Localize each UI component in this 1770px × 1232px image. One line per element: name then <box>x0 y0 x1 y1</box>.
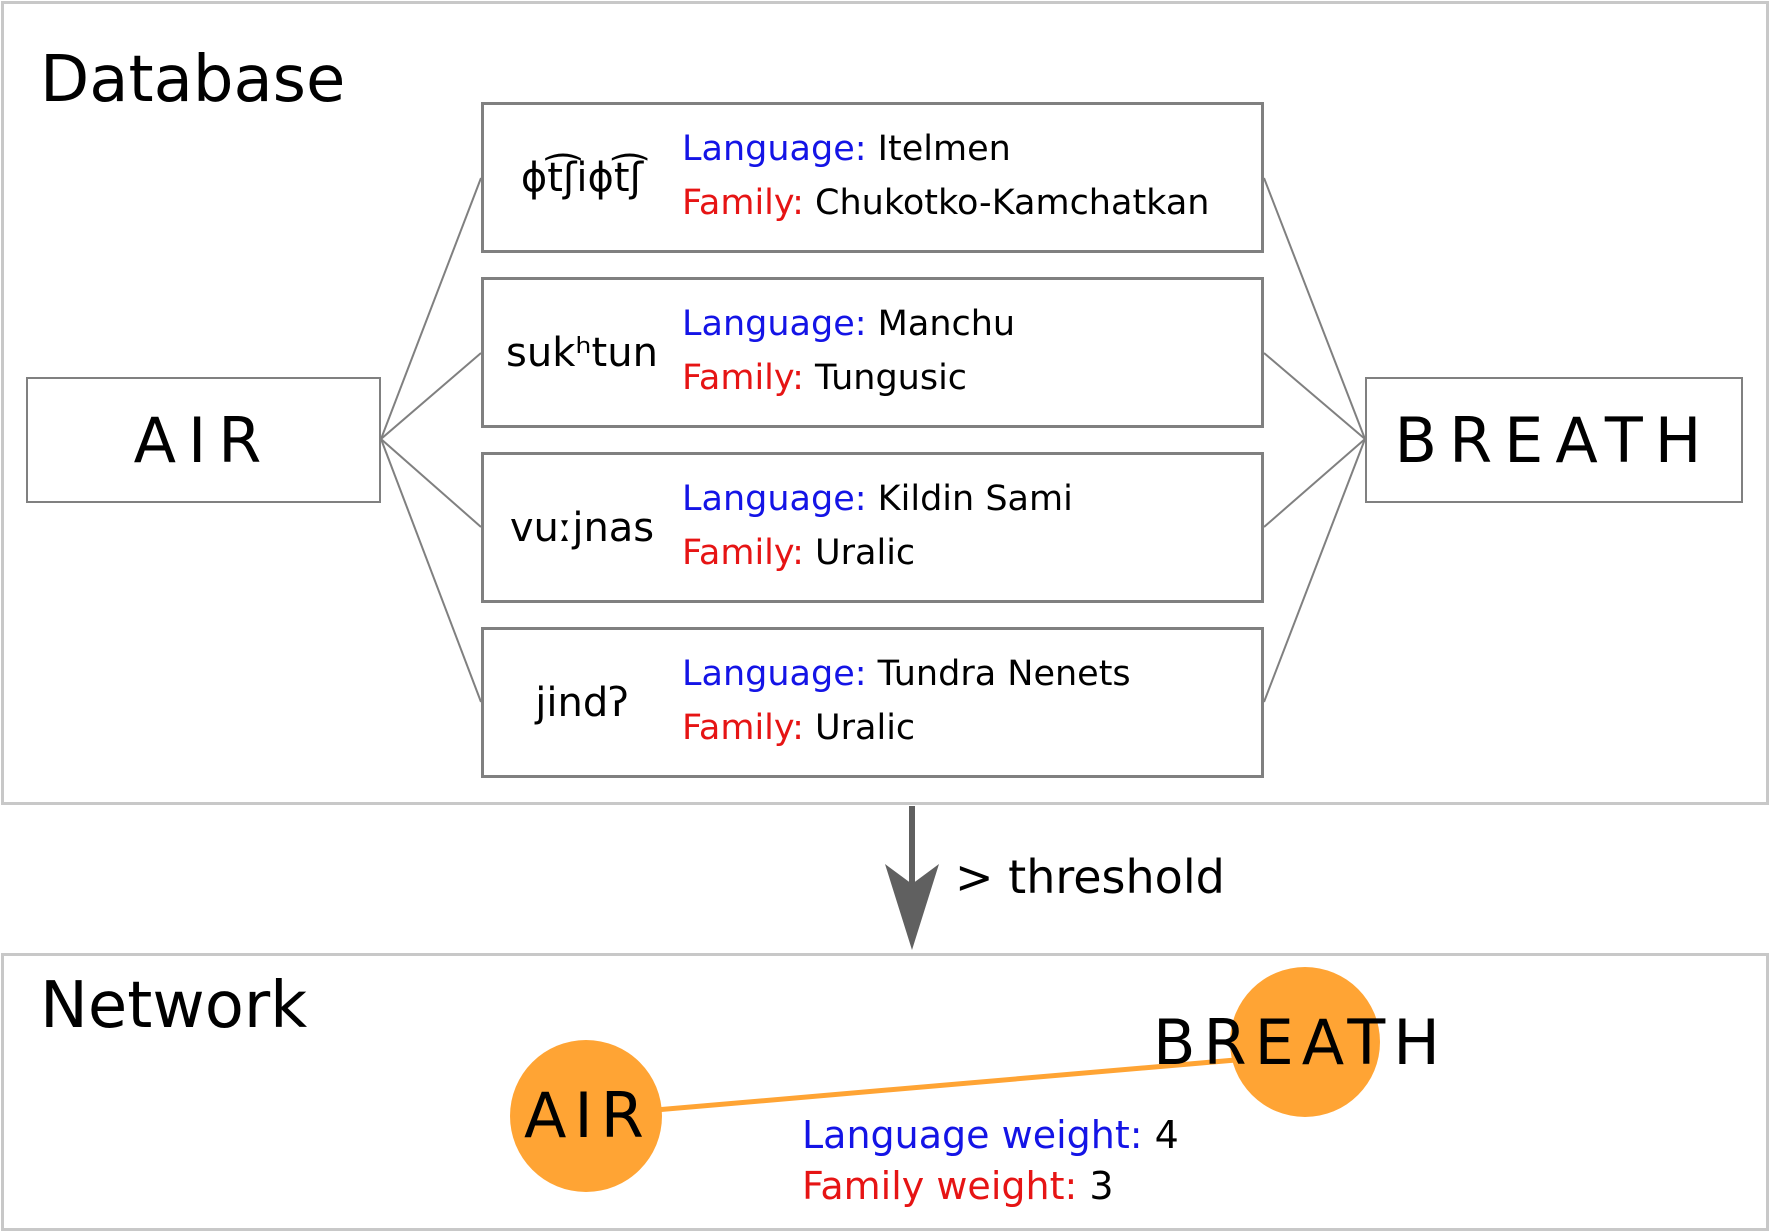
family-label: Family: <box>682 358 804 398</box>
language-label: Language: <box>682 129 867 169</box>
connector-entry-1-breath <box>1263 177 1366 440</box>
network-node-air <box>510 1040 662 1192</box>
connector-air-entry-1 <box>380 177 482 440</box>
network-title: Network <box>40 969 308 1043</box>
entry-word: sukʰtun <box>506 329 658 376</box>
connector-entry-3-breath <box>1263 438 1366 528</box>
family-value: Uralic <box>815 533 916 573</box>
connector-entry-2-breath <box>1263 352 1366 440</box>
left-connectors <box>380 177 482 703</box>
entry-language-line: Language: Itelmen <box>682 132 1011 167</box>
family-label: Family: <box>682 533 804 573</box>
entry-family-line: Family: Tungusic <box>682 361 967 396</box>
language-weight-value: 4 <box>1154 1113 1179 1157</box>
entry-language-line: Language: Manchu <box>682 307 1015 342</box>
family-value: Uralic <box>815 708 916 748</box>
entry-family-line: Family: Uralic <box>682 711 915 746</box>
entry-word: ɸt͡ʃiɸt͡ʃ <box>520 154 644 201</box>
entry-family-line: Family: Chukotko-Kamchatkan <box>682 186 1209 221</box>
network-edge <box>585 1051 1306 1119</box>
connector-air-entry-2 <box>380 352 482 440</box>
threshold-arrow-head <box>885 864 939 950</box>
language-weight-label: Language weight: <box>802 1113 1143 1157</box>
language-label: Language: <box>682 479 867 519</box>
concept-air-box: AIR <box>26 377 381 503</box>
family-value: Tungusic <box>815 358 968 398</box>
family-weight-line: Family weight: 3 <box>802 1167 1114 1205</box>
language-label: Language: <box>682 304 867 344</box>
language-label: Language: <box>682 654 867 694</box>
threshold-label: > threshold <box>955 850 1225 904</box>
network-node-breath <box>1230 967 1380 1117</box>
family-weight-label: Family weight: <box>802 1164 1078 1208</box>
entry-family-line: Family: Uralic <box>682 536 915 571</box>
family-value: Chukotko-Kamchatkan <box>815 183 1210 223</box>
family-label: Family: <box>682 183 804 223</box>
database-panel <box>1 1 1769 805</box>
database-entry: vuːjnas Language: Kildin Sami Family: Ur… <box>481 452 1264 603</box>
network-node-air-label: AIR <box>524 1079 652 1152</box>
network-panel <box>1 953 1769 1231</box>
family-label: Family: <box>682 708 804 748</box>
concept-breath-box: BREATH <box>1365 377 1743 503</box>
family-weight-value: 3 <box>1089 1164 1114 1208</box>
language-value: Manchu <box>877 304 1016 344</box>
threshold-arrow <box>885 806 939 950</box>
database-entry: sukʰtun Language: Manchu Family: Tungusi… <box>481 277 1264 428</box>
connector-air-entry-3 <box>380 438 482 528</box>
concept-breath-label: BREATH <box>1394 403 1714 477</box>
concept-air-label: AIR <box>133 403 274 477</box>
language-value: Kildin Sami <box>877 479 1073 519</box>
connector-entry-4-breath <box>1263 438 1366 703</box>
language-weight-line: Language weight: 4 <box>802 1116 1179 1154</box>
connector-air-entry-4 <box>380 438 482 703</box>
entry-word: jindʔ <box>535 679 629 726</box>
right-connectors <box>1263 177 1366 703</box>
database-title: Database <box>40 43 346 117</box>
entry-language-line: Language: Kildin Sami <box>682 482 1073 517</box>
language-value: Itelmen <box>877 129 1011 169</box>
network-node-breath-label: BREATH <box>1153 1006 1448 1079</box>
entry-language-line: Language: Tundra Nenets <box>682 657 1131 692</box>
language-value: Tundra Nenets <box>877 654 1131 694</box>
database-entry: jindʔ Language: Tundra Nenets Family: Ur… <box>481 627 1264 778</box>
database-entry: ɸt͡ʃiɸt͡ʃ Language: Itelmen Family: Chuk… <box>481 102 1264 253</box>
entry-word: vuːjnas <box>509 504 655 551</box>
